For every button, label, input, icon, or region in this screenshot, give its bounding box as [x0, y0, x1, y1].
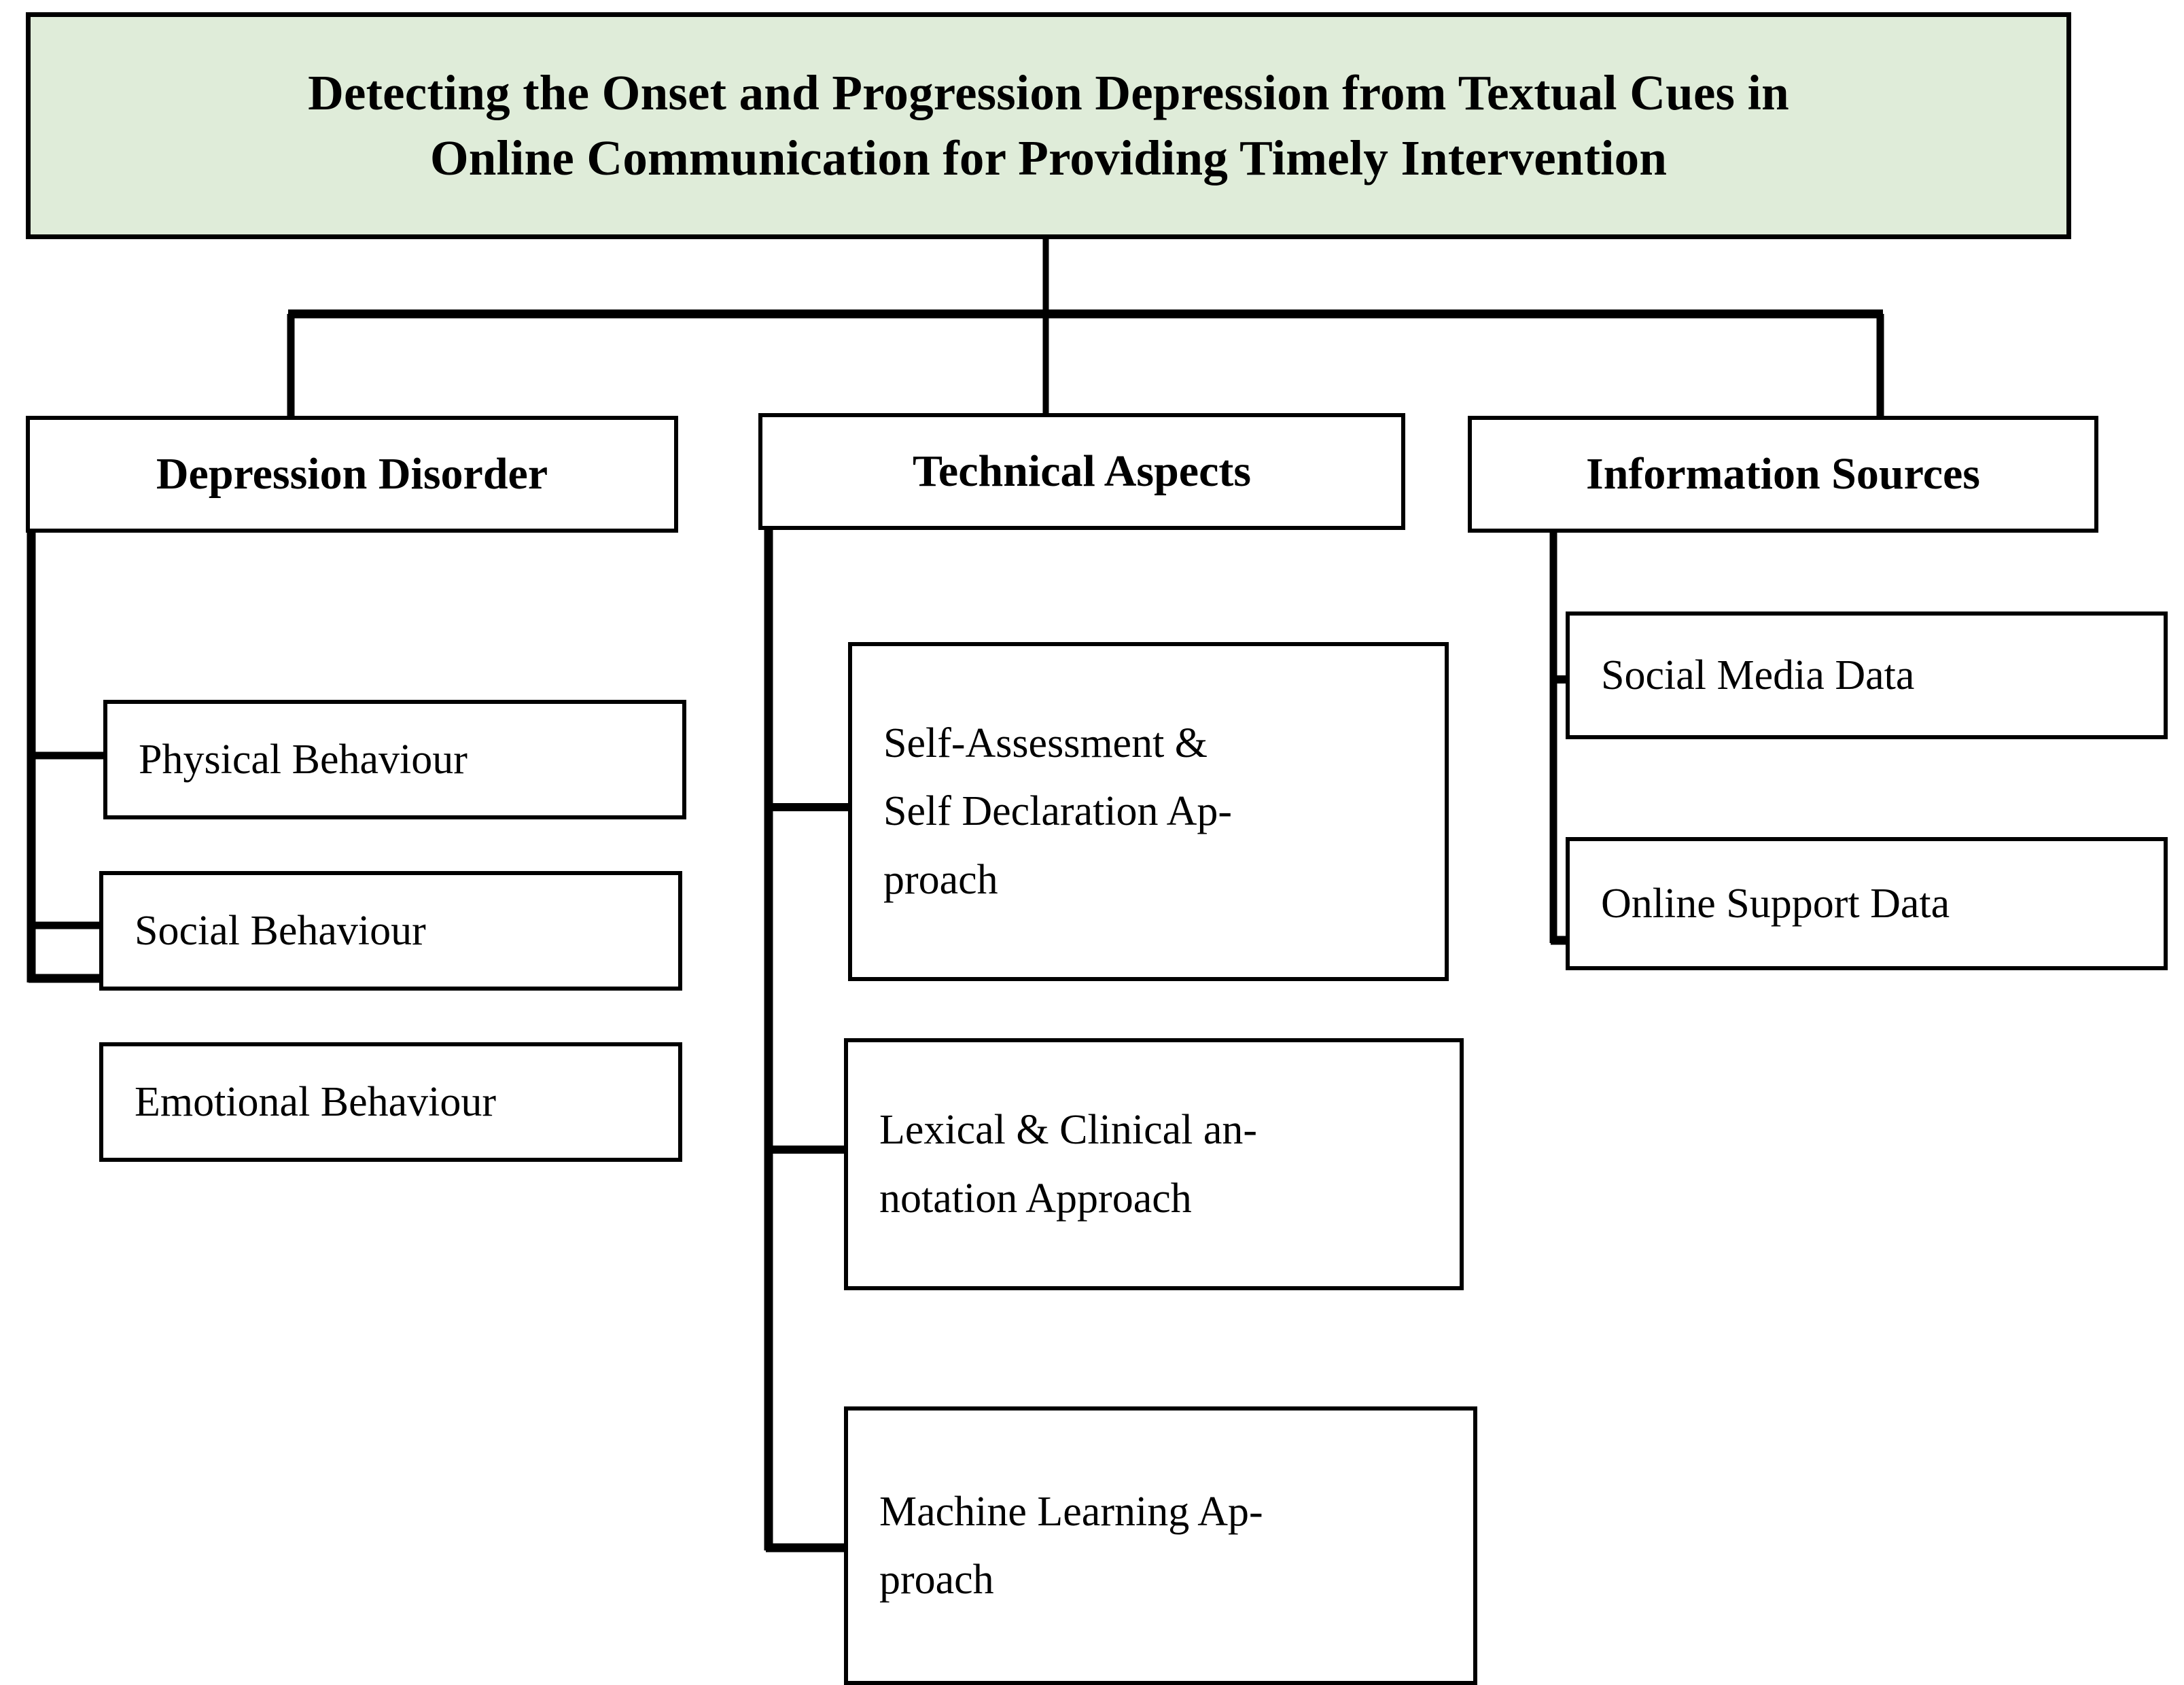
leaf-label-physical-behaviour: Physical Behaviour	[139, 736, 468, 783]
branch-node-depression-disorder[interactable]: Depression Disorder	[26, 416, 678, 533]
leaf-node-emotional-behaviour[interactable]: Emotional Behaviour	[99, 1042, 682, 1162]
leaf-label-lexical-clinical-annotation-approach: Lexical & Clinical an- notation Approach	[879, 1107, 1258, 1222]
leaf-node-social-behaviour[interactable]: Social Behaviour	[99, 871, 682, 991]
branch-label-information-sources: Information Sources	[1586, 448, 1980, 499]
root-node-title[interactable]: Detecting the Onset and Progression Depr…	[26, 12, 2071, 239]
branch-node-technical-aspects[interactable]: Technical Aspects	[758, 413, 1405, 530]
leaf-node-social-media-data[interactable]: Social Media Data	[1566, 611, 2168, 739]
leaf-node-physical-behaviour[interactable]: Physical Behaviour	[103, 700, 686, 819]
branch-label-depression-disorder: Depression Disorder	[156, 448, 548, 499]
branch-label-technical-aspects: Technical Aspects	[912, 446, 1252, 496]
leaf-label-social-media-data: Social Media Data	[1601, 652, 1915, 698]
root-title-line-2: Online Communication for Providing Timel…	[429, 130, 1668, 185]
leaf-label-machine-learning-approach: Machine Learning Ap- proach	[879, 1488, 1263, 1603]
leaf-label-social-behaviour: Social Behaviour	[135, 907, 426, 954]
leaf-label-self-assessment-approach: Self-Assessment & Self Declaration Ap- p…	[883, 720, 1233, 903]
leaf-label-online-support-data: Online Support Data	[1601, 880, 1950, 927]
root-title-line-1: Detecting the Onset and Progression Depr…	[308, 65, 1789, 120]
branch-node-information-sources[interactable]: Information Sources	[1468, 416, 2098, 533]
leaf-node-self-assessment-approach[interactable]: Self-Assessment & Self Declaration Ap- p…	[848, 642, 1449, 981]
leaf-node-lexical-clinical-annotation-approach[interactable]: Lexical & Clinical an- notation Approach	[844, 1038, 1464, 1290]
leaf-node-online-support-data[interactable]: Online Support Data	[1566, 837, 2168, 970]
leaf-node-machine-learning-approach[interactable]: Machine Learning Ap- proach	[844, 1406, 1477, 1685]
leaf-label-emotional-behaviour: Emotional Behaviour	[135, 1078, 497, 1125]
